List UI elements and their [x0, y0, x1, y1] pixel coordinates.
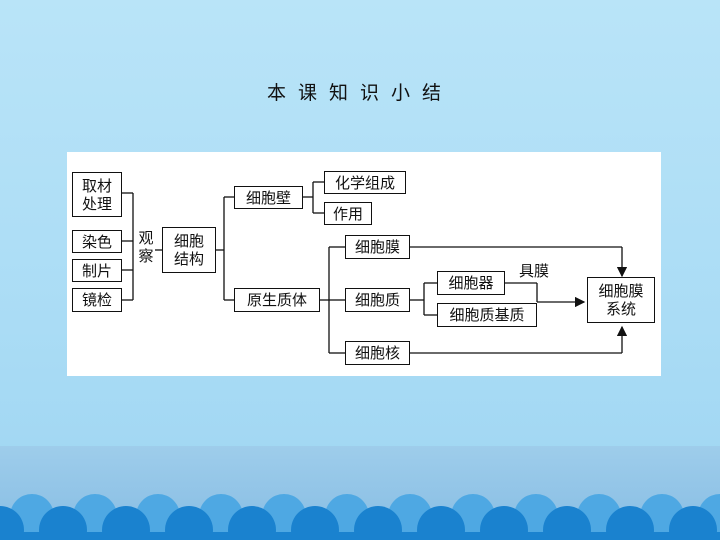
membrane-system-box: 细胞膜 系统 — [587, 277, 655, 323]
cell-membrane-box: 细胞膜 — [345, 235, 410, 259]
prep-box-slide: 制片 — [72, 259, 122, 282]
with-membrane-label: 具膜 — [518, 262, 549, 280]
prep-step-text: 处理 — [81, 194, 112, 213]
slide-title: 本课知识小结 — [266, 82, 453, 104]
decorative-wave-band — [0, 446, 720, 540]
nucleus-box: 细胞核 — [345, 341, 410, 365]
prep-box-staining: 染色 — [72, 230, 122, 253]
cytoplasmic-matrix-box: 细胞质基质 — [437, 303, 537, 327]
function-box: 作用 — [324, 202, 372, 225]
wave-pattern — [0, 494, 720, 540]
connector-lines — [122, 181, 628, 354]
concept-diagram: 取材 处理 染色 制片 镜检 观 察 细胞 结构 细胞壁 化学组成 作用 原生质… — [67, 152, 661, 376]
prep-box-sample: 取材 处理 — [72, 172, 122, 217]
prep-step-text: 取材 — [81, 176, 112, 195]
cell-wall-box: 细胞壁 — [234, 186, 303, 209]
cytoplasm-box: 细胞质 — [345, 288, 410, 312]
observe-label: 观 察 — [138, 229, 154, 265]
cell-structure-box: 细胞 结构 — [162, 227, 216, 273]
organelles-box: 细胞器 — [437, 271, 505, 295]
wave-row-front — [0, 506, 717, 540]
prep-box-microscopy: 镜检 — [72, 288, 122, 312]
protoplasm-box: 原生质体 — [234, 288, 320, 312]
chemical-composition-box: 化学组成 — [324, 171, 406, 194]
